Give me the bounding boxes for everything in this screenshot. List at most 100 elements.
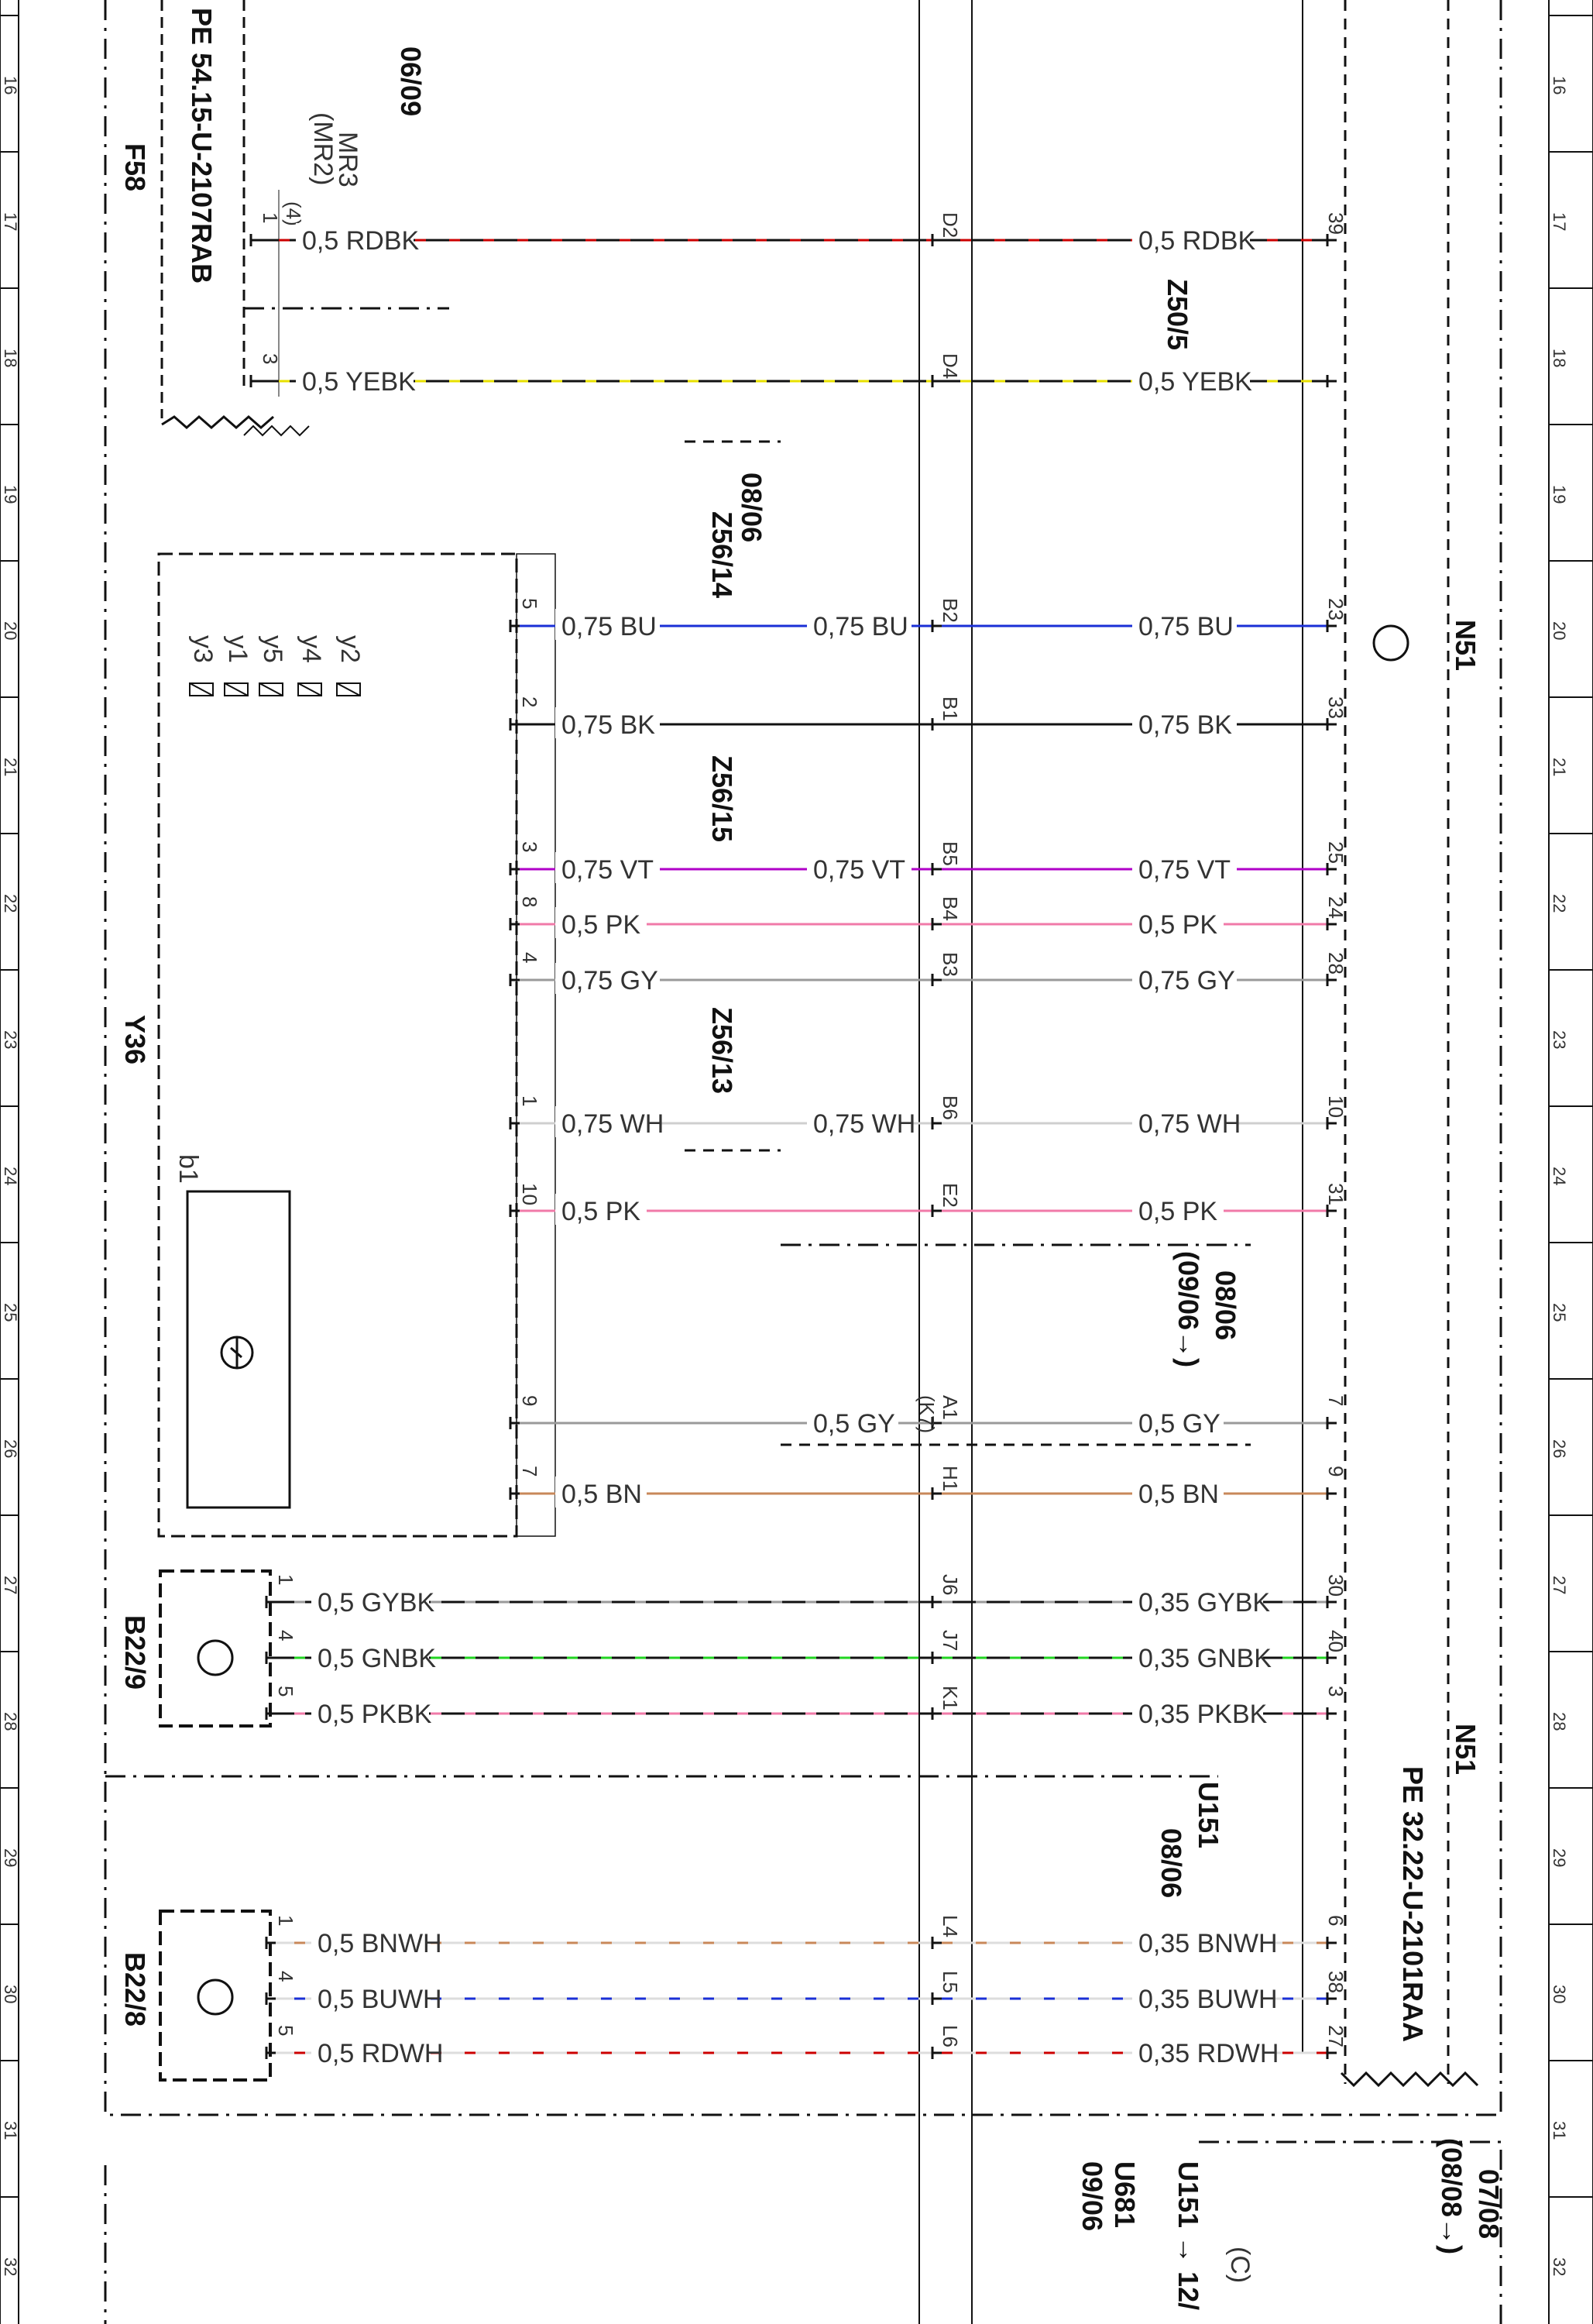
pin-left: 9 [518, 1395, 541, 1406]
pin-left: 7 [518, 1466, 541, 1477]
wire-label-left: 0,5 BN [561, 1480, 642, 1509]
wire-label-right: 0,75 WH [1138, 1109, 1241, 1139]
wire-label-mid-bg [807, 1106, 912, 1137]
valve-label: y5 [258, 635, 287, 663]
pin-right: 3 [1324, 1686, 1348, 1697]
wire-label-left: 0,5 PKBK [318, 1700, 432, 1729]
pin-left: 1 [259, 212, 282, 223]
pin-right: 25 [1324, 841, 1348, 864]
n51-label-top: N51 [1450, 620, 1481, 671]
wire-label-right: 0,35 RDWH [1138, 2039, 1279, 2068]
pin-left: 3 [259, 353, 282, 364]
pin-connector [265, 2047, 276, 2059]
xref-bottom-right-b: (08/08→) [1436, 2138, 1468, 2254]
pin-right: 10 [1324, 1095, 1348, 1118]
pin-left: 8 [518, 896, 541, 907]
f58-label: F58 [119, 143, 151, 191]
pin-mid: B1 [939, 696, 962, 721]
wire-label-left-bg [555, 963, 660, 994]
pin-left: 3 [518, 841, 541, 852]
pin-connector [931, 1707, 942, 1720]
pin-connector [265, 1707, 276, 1720]
pin-left: 1 [518, 1095, 541, 1106]
ruler-number: 22 [1, 894, 20, 913]
wire-label-left-bg [555, 1477, 647, 1508]
wire-label-right-bg [1132, 1982, 1263, 2013]
ruler-number: 23 [1550, 1030, 1569, 1049]
b22-8-sensor: B22/8 [119, 1910, 272, 2082]
wire-label-left-bg [311, 1641, 429, 1672]
pin-right: 33 [1324, 696, 1348, 719]
ruler-number: 18 [1, 349, 20, 367]
pin-right: 24 [1324, 896, 1348, 919]
ruler-number: 31 [1550, 2121, 1569, 2140]
wire-label-left-bg [311, 1982, 429, 2013]
pin-connector [1326, 1117, 1337, 1129]
pin-connector [931, 1652, 942, 1664]
wire-label-right-bg [1132, 963, 1237, 994]
wire-label-right: 0,75 BK [1138, 710, 1232, 740]
wire-label-right-bg [1132, 907, 1224, 938]
wire-label-left: 0,75 BU [561, 612, 657, 641]
ruler-number: 16 [1550, 76, 1569, 95]
ruler-number: 17 [1, 212, 20, 231]
pin-connector [931, 1205, 942, 1217]
wire-label-left: 0,75 BK [561, 710, 655, 740]
pin-mid: D2 [939, 212, 962, 238]
ruler-number: 32 [1, 2257, 20, 2276]
wire-label-left-bg [555, 1194, 647, 1225]
wire-label-mid: 0,5 GY [813, 1409, 895, 1439]
pin-connector [1326, 1596, 1337, 1608]
ruler-number: 25 [1550, 1303, 1569, 1322]
pin-left: 4 [274, 1630, 297, 1641]
ruler-number: 21 [1, 758, 20, 776]
ruler-number: 29 [1550, 1848, 1569, 1867]
wire-label-right-bg [1132, 1106, 1237, 1137]
pin-right: 28 [1324, 952, 1348, 975]
wire-label-left-bg [555, 907, 647, 938]
pin-connector [931, 375, 942, 387]
b22-9-sensor: B22/9 [119, 1569, 272, 1728]
pin-connector [509, 863, 520, 875]
pin-mid: A1 [939, 1395, 962, 1420]
valve-label: y3 [188, 635, 218, 663]
pin-connector [1326, 234, 1337, 246]
wire-label-left-bg [555, 609, 660, 640]
pin-connector [931, 234, 942, 246]
xref-u151: 08/06 [1155, 1828, 1187, 1898]
pin-right: 39 [1324, 212, 1348, 235]
b22-9-label: B22/9 [119, 1615, 151, 1690]
wire-label-right: 0,5 PK [1138, 910, 1217, 940]
ruler-number: 29 [1, 1848, 20, 1867]
pin-right: 27 [1324, 2025, 1348, 2047]
pin-mid: E2 [939, 1183, 962, 1208]
wire-label-mid-bg [807, 609, 912, 640]
pin-mid: K1 [939, 1686, 962, 1710]
n51-pe-label: PE 32.22-U-2101RAA [1397, 1766, 1429, 2042]
wire-label-right: 0,5 YEBK [1138, 367, 1252, 397]
pin-mid: H1 [939, 1466, 962, 1491]
wire-label-right-bg [1132, 609, 1237, 640]
wire-label-left: 0,75 VT [561, 855, 654, 885]
pin-connector [1326, 1487, 1337, 1500]
ruler-number: 20 [1, 621, 20, 640]
xref-bottom-u681: U681 [1109, 2161, 1141, 2228]
wire-label-left: 0,5 RDBK [302, 226, 419, 256]
pin-mid: L6 [939, 2025, 962, 2047]
ruler-number: 20 [1550, 621, 1569, 640]
xref-bottom-u151: U151 → 12/ [1172, 2161, 1204, 2310]
pin-connector [265, 1992, 276, 2005]
bus-lines [918, 0, 1303, 2324]
pin-right: 30 [1324, 1574, 1348, 1597]
wire-label-right-bg [1132, 364, 1250, 395]
wire-label-right: 0,5 RDBK [1138, 226, 1255, 256]
ruler-number: 24 [1550, 1167, 1569, 1185]
pin-connector [931, 1992, 942, 2005]
wire-label-left: 0,5 YEBK [302, 367, 416, 397]
pin-mid: B4 [939, 896, 962, 921]
y36-label: Y36 [119, 1015, 151, 1064]
pin-connector [265, 1937, 276, 1949]
pin-connector [931, 2047, 942, 2059]
f58-pe-label: PE 54.15-U-2107RAB [186, 8, 218, 284]
